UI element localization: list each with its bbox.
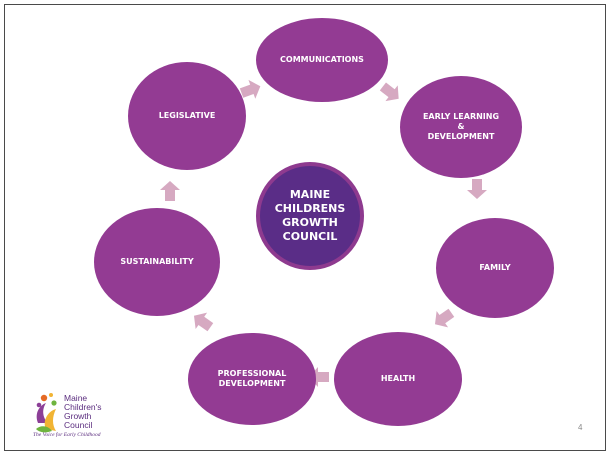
node-family: FAMILY xyxy=(436,218,554,318)
arrow-early-learning-to-family xyxy=(467,179,487,199)
node-communications: COMMUNICATIONS xyxy=(256,18,388,102)
arrow-communications-to-early-learning xyxy=(379,82,399,102)
council-logo-icon xyxy=(36,393,57,433)
arrow-family-to-health xyxy=(434,308,455,328)
logo-tagline: The Voice for Early Childhood xyxy=(33,432,101,438)
center-node-maine-childrens-growth-council: MAINE CHILDRENS GROWTH COUNCIL xyxy=(256,162,364,270)
arrow-legislative-to-communications xyxy=(239,79,261,99)
logo-wordmark: Maine Children's Growth Council xyxy=(64,393,102,430)
arrow-professional-development-to-sustainability xyxy=(193,312,214,332)
node-early-learning-development: EARLY LEARNING & DEVELOPMENT xyxy=(400,76,522,178)
node-health: HEALTH xyxy=(334,332,462,426)
arrow-sustainability-to-legislative xyxy=(160,181,180,201)
page-number: 4 xyxy=(578,423,583,432)
node-legislative: LEGISLATIVE xyxy=(128,62,246,170)
node-sustainability: SUSTAINABILITY xyxy=(94,208,220,316)
node-professional-development: PROFESSIONAL DEVELOPMENT xyxy=(188,333,316,425)
